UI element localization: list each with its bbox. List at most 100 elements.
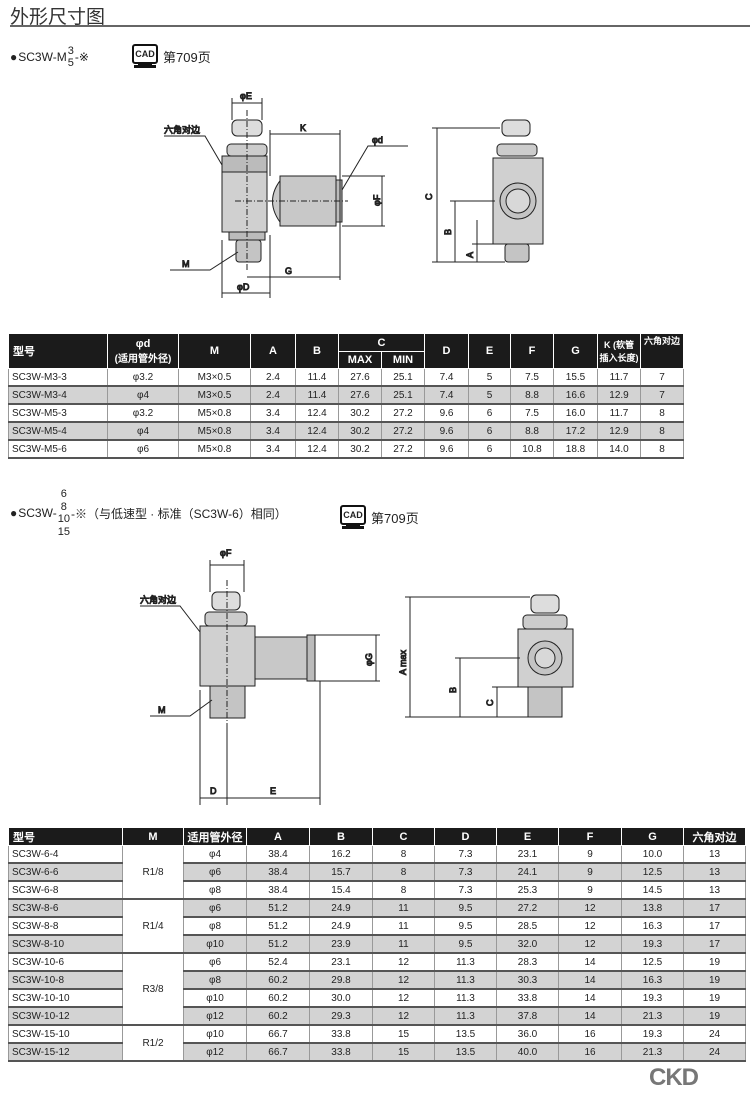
table-cell: 12 — [372, 989, 435, 1008]
section1-label: ● SC3W-M 3 5 -※ — [10, 45, 89, 69]
table-cell: 38.4 — [246, 863, 310, 882]
model-cell: SC3W-6-4 — [8, 845, 123, 864]
model-cell: SC3W-6-6 — [8, 863, 123, 882]
thread-cell: R3/8 — [122, 953, 184, 1026]
table-cell: 25.1 — [380, 386, 426, 405]
table-cell: 30.3 — [496, 971, 559, 990]
model-variants: 3 5 — [68, 45, 74, 69]
label-M: M — [158, 705, 166, 715]
table-cell: 2.4 — [250, 386, 296, 405]
cad-link-1[interactable]: CAD 第709页 — [132, 44, 211, 68]
table-cell: 27.6 — [338, 368, 382, 387]
variant: 6 — [60, 488, 67, 500]
table-cell: 12.5 — [621, 953, 684, 972]
model-prefix: SC3W- — [18, 506, 57, 520]
label-Amax: A max — [398, 649, 408, 675]
table-cell: φ12 — [183, 1007, 247, 1026]
table-cell: φ10 — [183, 989, 247, 1008]
label-hex: 六角对边 — [140, 594, 176, 605]
table-cell: 15.5 — [553, 368, 599, 387]
table-cell: 15 — [372, 1025, 435, 1044]
header-cell: G — [621, 827, 684, 846]
header-cell: F — [558, 827, 622, 846]
header-cell: M — [122, 827, 184, 846]
table-cell: 7.3 — [434, 845, 497, 864]
cad-page-ref: 第709页 — [371, 510, 419, 526]
label-hex: 六角对边 — [164, 124, 200, 135]
table-cell: 27.2 — [496, 899, 559, 918]
table-cell: 37.8 — [496, 1007, 559, 1026]
model-cell: SC3W-8-8 — [8, 917, 123, 936]
table-cell: 60.2 — [246, 1007, 310, 1026]
table-cell: φ6 — [183, 953, 247, 972]
header-phid-sub: (适用管外径) — [114, 353, 172, 365]
table-cell: 14 — [558, 1007, 622, 1026]
drawing1-front-view — [432, 119, 544, 263]
table-cell: 7 — [640, 386, 685, 405]
table-cell: 7.4 — [424, 368, 470, 387]
header-C: C — [337, 333, 426, 352]
table-cell: 12.5 — [621, 863, 684, 882]
table-cell: 51.2 — [246, 899, 310, 918]
table-cell: 12.9 — [597, 422, 642, 441]
header-B: B — [295, 333, 339, 369]
table-cell: 17.2 — [553, 422, 599, 441]
table-cell: 12 — [558, 899, 622, 918]
table-cell: 21.3 — [621, 1007, 684, 1026]
header-F: F — [510, 333, 555, 369]
table-cell: 27.2 — [380, 440, 426, 459]
table-cell: 11.3 — [434, 989, 497, 1008]
label-phiE: φE — [240, 91, 252, 101]
table-cell: 11.3 — [434, 953, 497, 972]
table-cell: 13 — [683, 863, 746, 882]
table-cell: φ10 — [183, 935, 247, 954]
label-G: G — [285, 266, 292, 276]
header-E: E — [468, 333, 512, 369]
table-cell: 40.0 — [496, 1043, 559, 1062]
table-cell: 19 — [683, 971, 746, 990]
table-cell: 12 — [372, 971, 435, 990]
model-cell: SC3W-M5-6 — [8, 440, 108, 459]
variant: 5 — [67, 57, 74, 69]
label-K: K — [300, 123, 306, 133]
table-cell: 15 — [372, 1043, 435, 1062]
variant: 10 — [57, 513, 70, 525]
table-cell: φ6 — [183, 863, 247, 882]
model-cell: SC3W-10-12 — [8, 1007, 123, 1026]
cad-icon: CAD — [132, 44, 158, 68]
table-cell: 11.7 — [597, 404, 642, 423]
model-cell: SC3W-10-10 — [8, 989, 123, 1008]
header-K-sub: 插入长度) — [599, 353, 639, 363]
table-cell: M5×0.8 — [178, 440, 251, 459]
table-cell: 66.7 — [246, 1025, 310, 1044]
table-cell: 11.7 — [597, 368, 642, 387]
cad-link-2[interactable]: CAD 第709页 — [340, 505, 419, 529]
drawing1-side-view — [164, 98, 408, 298]
drawing2-front-view — [405, 594, 574, 718]
table-cell: 11 — [372, 899, 435, 918]
model-suffix: -※（与低速型 · 标准（SC3W-6）相同） — [70, 506, 287, 521]
thread-cell: R1/2 — [122, 1025, 184, 1062]
table-cell: M3×0.5 — [178, 368, 251, 387]
table-cell: 66.7 — [246, 1043, 310, 1062]
table-cell: 8 — [640, 422, 685, 441]
table-cell: 7.5 — [510, 404, 555, 423]
model-cell: SC3W-15-10 — [8, 1025, 123, 1044]
variant: 3 — [67, 45, 74, 57]
table-cell: 27.2 — [380, 404, 426, 423]
header-phid: φd(适用管外径) — [107, 333, 179, 369]
table-cell: φ8 — [183, 971, 247, 990]
table-cell: 6 — [468, 440, 512, 459]
table-cell: 10.0 — [621, 845, 684, 864]
table-cell: φ4 — [107, 422, 179, 441]
table-cell: 11.4 — [295, 368, 339, 387]
